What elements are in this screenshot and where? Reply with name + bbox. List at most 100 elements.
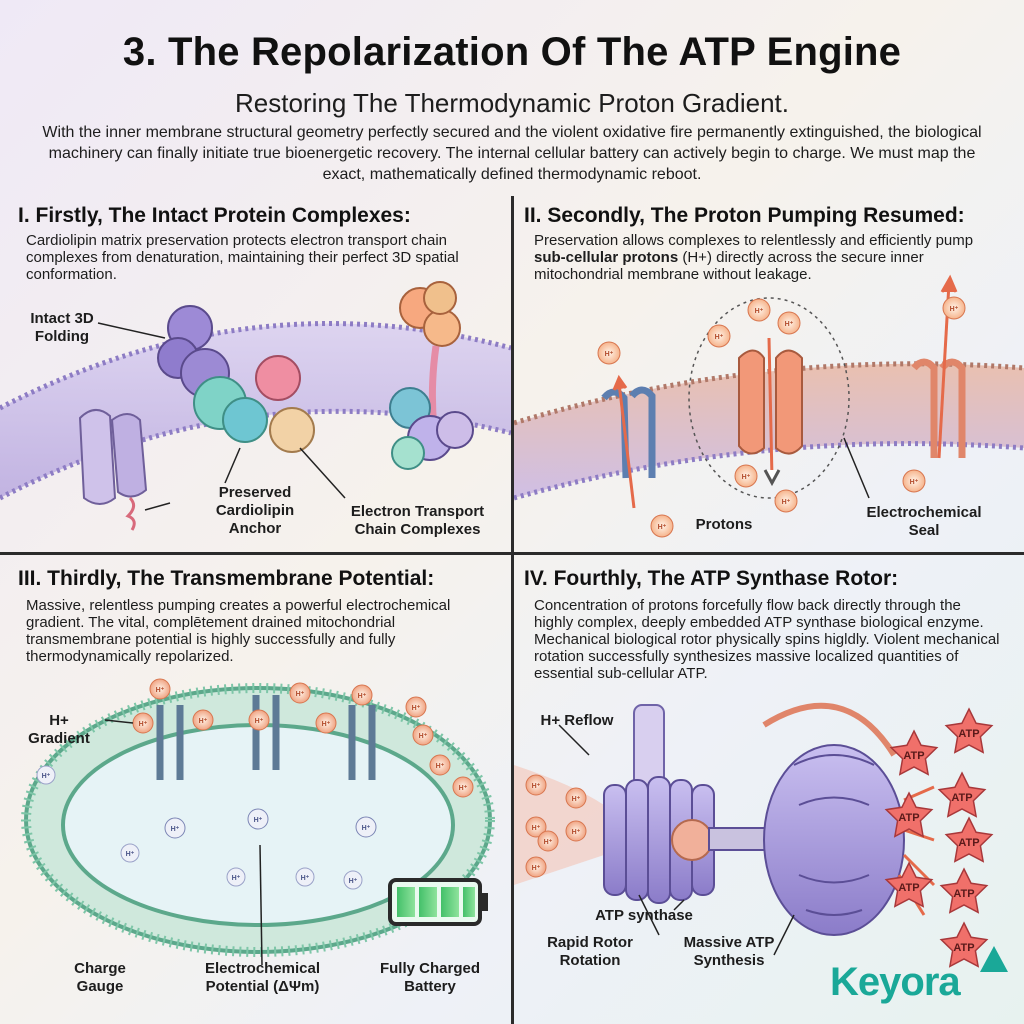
label-atp-synthase: ATP synthase (595, 907, 693, 924)
svg-text:H⁺: H⁺ (322, 721, 331, 728)
proton: H⁺ (248, 709, 270, 731)
svg-text:ATP: ATP (898, 812, 919, 824)
proton: H⁺ (343, 870, 363, 890)
proton: H⁺ (247, 808, 269, 830)
leader-synthase (673, 899, 685, 911)
cardiolipin-anchor-protein (78, 409, 148, 531)
label-charge-gauge: Charge Gauge (74, 960, 126, 995)
label-massive-atp-synthesis: Massive ATP Synthesis (683, 934, 775, 969)
membrane-heads (21, 683, 495, 957)
svg-text:H⁺: H⁺ (715, 334, 724, 341)
panel-2-body: Preservation allows complexes to relentl… (534, 232, 974, 283)
proton: H⁺ (149, 678, 171, 700)
svg-text:H⁺: H⁺ (572, 829, 581, 836)
svg-text:ATP: ATP (951, 792, 972, 804)
svg-text:ATP: ATP (903, 750, 924, 762)
proton: H⁺ (597, 341, 621, 365)
page-subtitle: Restoring The Thermodynamic Proton Gradi… (235, 88, 789, 118)
proton: H⁺ (565, 820, 587, 842)
membrane-pumps (156, 695, 376, 780)
proton: H⁺ (537, 830, 559, 852)
membrane-bilayer-2 (514, 363, 1024, 498)
svg-text:H⁺: H⁺ (232, 875, 241, 882)
intro-paragraph: With the inner membrane structural geome… (42, 124, 982, 183)
svg-text:ATP: ATP (958, 837, 979, 849)
leader-synthesis (773, 914, 795, 956)
atp-molecule: ATP (884, 791, 934, 838)
svg-text:H⁺: H⁺ (605, 351, 614, 358)
label-protons: Protons (695, 516, 753, 533)
proton: H⁺ (289, 682, 311, 704)
panel-4-heading: IV. Fourthly, The ATP Synthase Rotor: (524, 567, 899, 590)
svg-text:H⁺: H⁺ (658, 524, 667, 531)
leader-anchor (224, 447, 241, 484)
rotation-arrow (762, 702, 897, 757)
proton: H⁺ (351, 684, 373, 706)
proton: H⁺ (295, 867, 315, 887)
label-rapid-rotor-rotation: Rapid Rotor Rotation (547, 934, 633, 969)
panel-3-heading: III. Thirdly, The Transmembrane Potentia… (18, 567, 435, 590)
panel-4-body: Concentration of protons forcefully flow… (534, 597, 1000, 682)
proton: H⁺ (164, 817, 186, 839)
panel-1-body: Cardiolipin matrix preservation protects… (26, 232, 459, 283)
proton: H⁺ (707, 324, 731, 348)
proton-particles-outside: H⁺ H⁺ H⁺ H⁺ H⁺ H⁺ H⁺ H⁺ H⁺ H⁺ H⁺ (132, 678, 474, 798)
keyora-logo: Keyora (830, 946, 1008, 1005)
proton: H⁺ (777, 311, 801, 335)
svg-text:H⁺: H⁺ (254, 817, 263, 824)
svg-text:H⁺: H⁺ (572, 796, 581, 803)
atp-molecule: ATP (939, 921, 989, 968)
svg-text:H⁺: H⁺ (126, 851, 135, 858)
svg-text:H⁺: H⁺ (349, 878, 358, 885)
svg-text:ATP: ATP (898, 882, 919, 894)
left-channel-protein (601, 386, 656, 479)
svg-text:H⁺: H⁺ (532, 865, 541, 872)
svg-text:H⁺: H⁺ (459, 785, 468, 792)
leader-etc (299, 447, 346, 499)
panel-3-body: Massive, relentless pumping creates a po… (26, 597, 451, 665)
proton: H⁺ (734, 464, 758, 488)
svg-text:H⁺: H⁺ (419, 733, 428, 740)
etc-complex-right (389, 281, 474, 470)
proton-pump-complex (738, 349, 803, 455)
atp-synthase-illustration: H⁺ H⁺ H⁺ H⁺ H⁺ H⁺ ATPATPATPATPATPATPATPA… (514, 702, 994, 968)
atp-molecules: ATP ATP ATP ATP ATP ATP ATP ATP (884, 707, 994, 968)
svg-text:ATP: ATP (958, 728, 979, 740)
svg-text:H⁺: H⁺ (199, 718, 208, 725)
membrane-potential-illustration: H⁺ H⁺ H⁺ H⁺ H⁺ H⁺ H⁺ H⁺ H⁺ H⁺ H⁺ H⁺ H⁺ H… (21, 678, 495, 966)
proton: H⁺ (942, 296, 966, 320)
proton: H⁺ (405, 696, 427, 718)
proton: H⁺ (650, 514, 674, 538)
svg-text:H⁺: H⁺ (742, 474, 751, 481)
proton: H⁺ (902, 469, 926, 493)
atp-molecule: ATP (944, 816, 994, 863)
proton: H⁺ (226, 867, 246, 887)
svg-text:H⁺: H⁺ (362, 825, 371, 832)
svg-text:H⁺: H⁺ (544, 839, 553, 846)
page-title: 3. The Repolarization Of The ATP Engine (122, 30, 902, 74)
svg-text:H⁺: H⁺ (436, 763, 445, 770)
svg-text:H⁺: H⁺ (358, 693, 367, 700)
svg-text:H⁺: H⁺ (532, 825, 541, 832)
proton: H⁺ (36, 765, 56, 785)
svg-text:H⁺: H⁺ (301, 875, 310, 882)
proton: H⁺ (525, 816, 547, 838)
protein-complex-cluster (157, 305, 315, 453)
proton: H⁺ (525, 774, 547, 796)
label-fully-charged-battery: Fully Charged Battery (379, 960, 480, 995)
electrochemical-seal-outline (688, 297, 850, 499)
leader-anchor-2 (144, 502, 171, 511)
svg-text:H⁺: H⁺ (785, 321, 794, 328)
svg-text:ATP: ATP (953, 888, 974, 900)
horizontal-divider (0, 552, 1024, 555)
atp-molecule: ATP (944, 707, 994, 754)
panel-intact-protein-complexes: I. Firstly, The Intact Protein Complexes… (0, 198, 511, 552)
protein-complex-illustration (0, 281, 511, 531)
atp-molecule: ATP (889, 729, 939, 776)
label-electrochemical-seal: Electrochemical Seal (866, 504, 982, 539)
proton: H⁺ (429, 754, 451, 776)
svg-text:H⁺: H⁺ (755, 308, 764, 315)
svg-text:H⁺: H⁺ (910, 479, 919, 486)
proton-pump-illustration: H⁺ H⁺ H⁺ H⁺ H⁺ H⁺ H⁺ H⁺ H⁺ (514, 274, 1024, 538)
